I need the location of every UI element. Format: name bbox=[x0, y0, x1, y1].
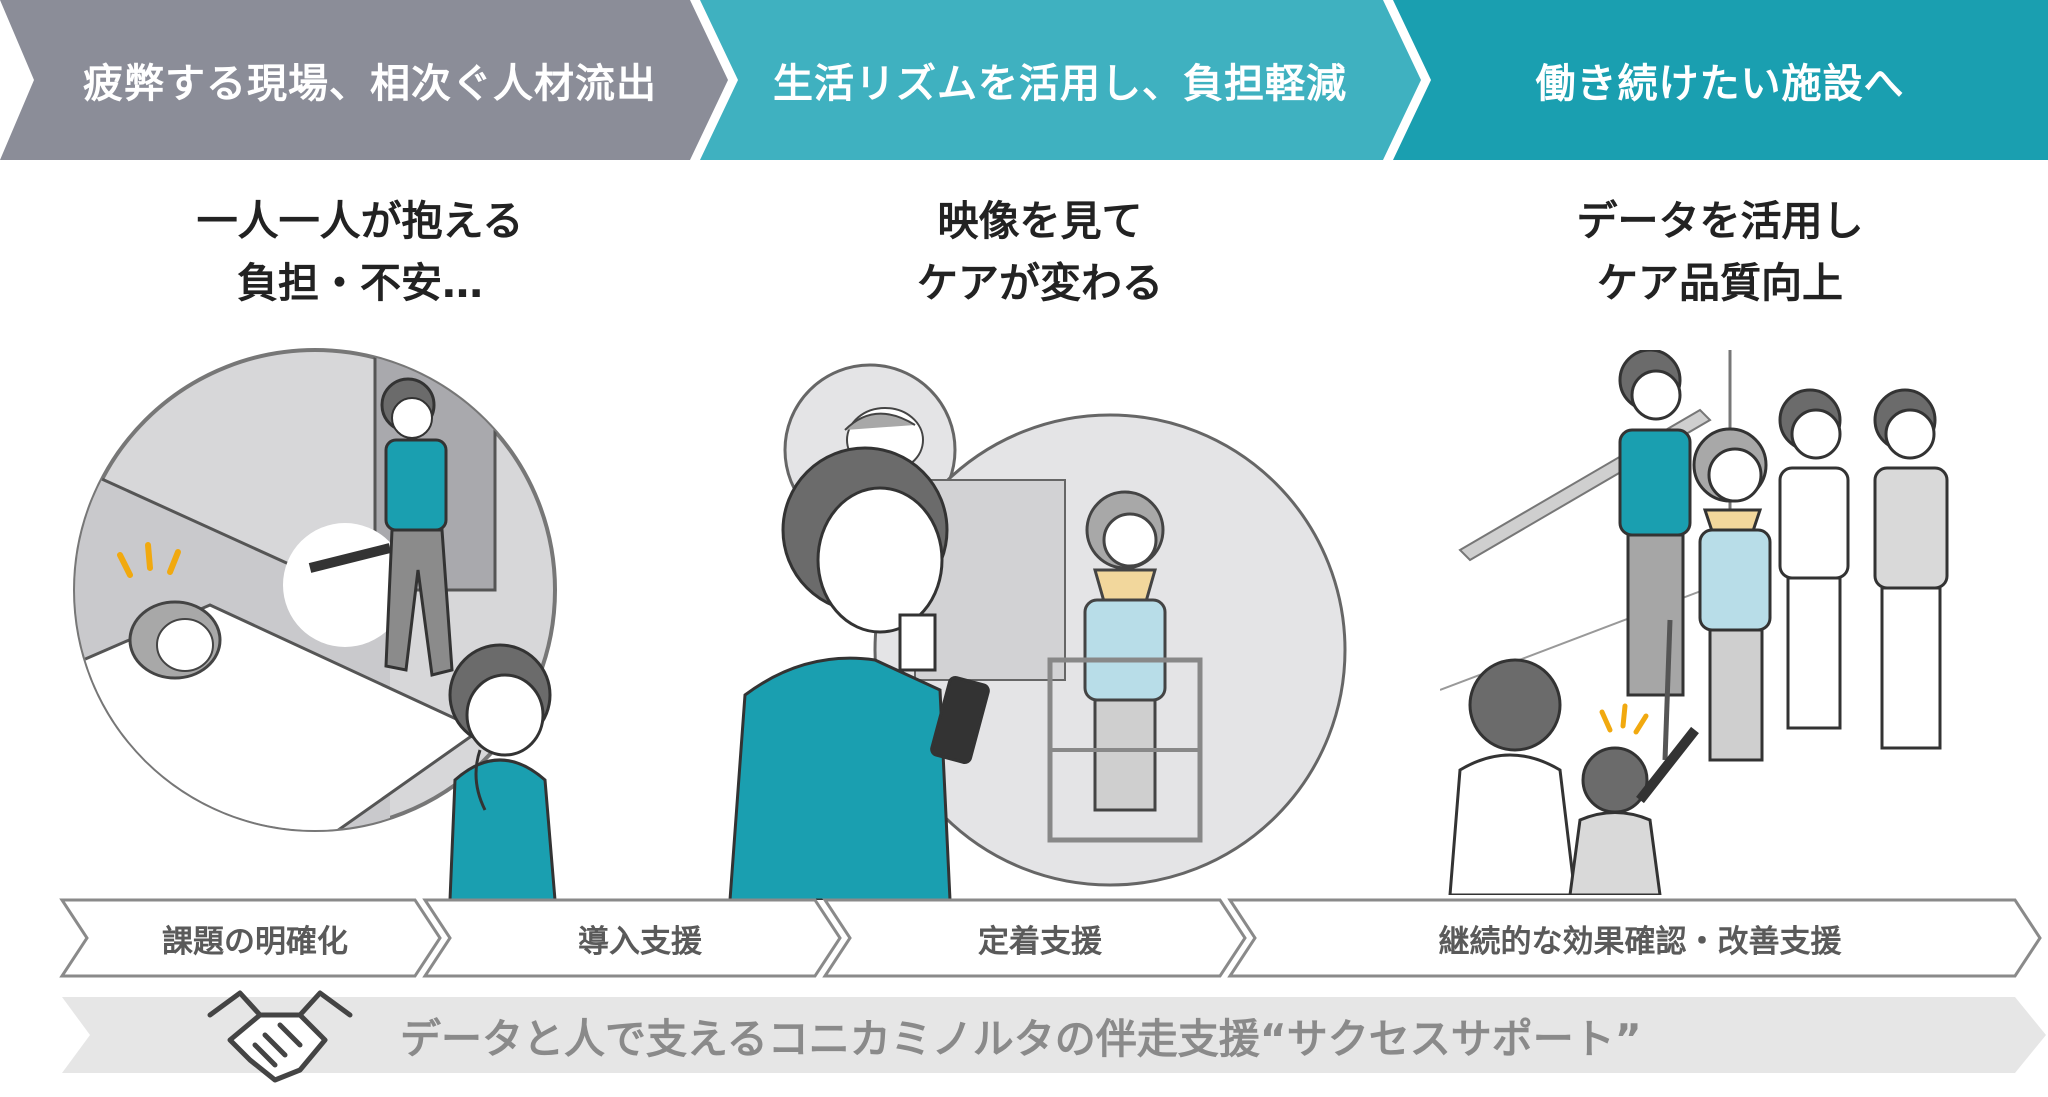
phase-banner-3-shape bbox=[1393, 0, 2048, 160]
caregiver-white bbox=[1778, 388, 1850, 730]
illustration-night-care bbox=[73, 348, 557, 900]
illustration-video-monitoring bbox=[728, 363, 1347, 900]
phase-3-subtitle: データを活用し ケア品質向上 bbox=[1500, 190, 1940, 314]
handshake-icon bbox=[207, 990, 353, 1083]
caregiver-grey bbox=[1873, 388, 1949, 750]
phase-3-subtitle-line1: データを活用し bbox=[1576, 197, 1864, 245]
phase-2-subtitle-line2: ケアが変わる bbox=[917, 259, 1163, 307]
elderly-resident bbox=[1662, 427, 1772, 762]
step-chevron-bar bbox=[59, 898, 2042, 978]
step-4-label: 継続的な効果確認・改善支援 bbox=[1438, 923, 1842, 960]
phase-banner-2-shape bbox=[700, 0, 1421, 160]
illustration-care-team bbox=[1440, 350, 1949, 895]
step-1-label: 課題の明確化 bbox=[162, 923, 348, 960]
phase-3-subtitle-line2: ケア品質向上 bbox=[1597, 259, 1843, 307]
step-4-shape bbox=[1227, 898, 2042, 978]
phase-1-title: 疲弊する現場、相次ぐ人材流出 bbox=[83, 61, 657, 107]
success-support-text: データと人で支えるコニカミノルタの伴走支援“サクセスサポート” bbox=[400, 1015, 1642, 1063]
phase-3-title: 働き続けたい施設へ bbox=[1535, 61, 1905, 107]
worried-caregiver bbox=[448, 643, 557, 900]
phase-2-subtitle: 映像を見て ケアが変わる bbox=[840, 190, 1240, 314]
phase-banner-1-shape bbox=[0, 0, 728, 160]
step-2-shape bbox=[422, 898, 842, 978]
caregiver-seated bbox=[1448, 658, 1577, 895]
phase-1-subtitle-line2: 負担・不安… bbox=[237, 259, 483, 307]
phase-banner-bar bbox=[0, 0, 2048, 160]
phase-2-subtitle-line1: 映像を見て bbox=[937, 197, 1143, 245]
child-waving bbox=[1568, 726, 1699, 895]
phase-1-subtitle: 一人一人が抱える 負担・不安… bbox=[150, 190, 570, 314]
phase-2-title: 生活リズムを活用し、負担軽減 bbox=[773, 61, 1347, 107]
step-1-shape bbox=[59, 898, 442, 978]
step-3-shape bbox=[822, 898, 1247, 978]
step-3-label: 定着支援 bbox=[978, 923, 1102, 960]
phase-1-subtitle-line1: 一人一人が抱える bbox=[196, 197, 524, 245]
smartphone bbox=[930, 676, 990, 764]
caregiver-teal bbox=[1618, 350, 1692, 697]
caregiver-with-phone bbox=[728, 446, 990, 900]
step-2-label: 導入支援 bbox=[578, 923, 702, 960]
bottom-banner-shape bbox=[62, 997, 2046, 1073]
